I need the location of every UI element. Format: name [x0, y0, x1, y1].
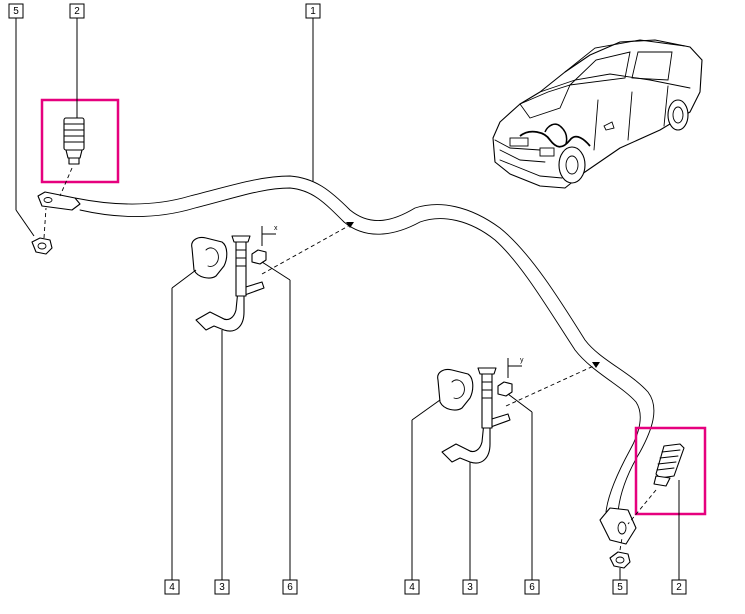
- callout-1-top: 1: [305, 3, 321, 19]
- callout-6-bottom-right: 6: [524, 579, 540, 595]
- svg-text:5: 5: [617, 582, 623, 593]
- bushing-icon: [191, 236, 228, 279]
- svg-text:3: 3: [219, 582, 225, 593]
- stabilizer-bar: [37, 175, 655, 545]
- bolt-icon: [477, 367, 497, 429]
- svg-text:6: 6: [529, 582, 535, 593]
- nut-icon: [251, 249, 267, 265]
- link-rod-icon: [63, 117, 85, 165]
- leader-lines: [15, 18, 680, 580]
- highlight-box-left: [40, 98, 120, 184]
- svg-text:1: 1: [310, 6, 316, 17]
- assembly-line-right-bushing: [505, 363, 599, 407]
- callout-6-bottom-left: 6: [282, 579, 298, 595]
- highlight-box-right: [634, 426, 707, 516]
- nut-icon: [31, 237, 53, 255]
- svg-text:6: 6: [287, 582, 293, 593]
- assembly-line-left-nut: [43, 207, 47, 239]
- nut-icon: [497, 381, 513, 397]
- callout-3-bottom-left: 3: [214, 579, 230, 595]
- assembly-line-right-rod: [627, 489, 657, 525]
- callout-5-bottom-right: 5: [612, 579, 628, 595]
- car-icon: [492, 39, 703, 189]
- assembly-line-right-nut: [619, 537, 623, 551]
- clamp-icon: [195, 281, 265, 332]
- svg-text:4: 4: [169, 582, 175, 593]
- svg-text:2: 2: [74, 6, 80, 17]
- link-rod-icon: [653, 443, 685, 487]
- bushing-icon: [437, 368, 474, 411]
- clamp-icon: [441, 413, 511, 464]
- svg-text:2: 2: [676, 582, 682, 593]
- svg-text:3: 3: [467, 582, 473, 593]
- bolt-icon: [231, 235, 251, 297]
- callout-4-bottom-right: 4: [404, 579, 420, 595]
- assembly-line-left-rod: [59, 167, 73, 197]
- axis-mark-right: y: [520, 357, 524, 364]
- assembly-line-left-bushing: [261, 223, 353, 275]
- svg-text:5: 5: [13, 6, 19, 17]
- callout-2-top: 2: [69, 3, 85, 19]
- callout-4-bottom-left: 4: [164, 579, 180, 595]
- callout-3-bottom-right: 3: [462, 579, 478, 595]
- callout-2-bottom-right: 2: [671, 579, 687, 595]
- svg-text:4: 4: [409, 582, 415, 593]
- nut-icon: [609, 551, 631, 569]
- axis-mark-left: x: [274, 225, 278, 232]
- callout-5-top: 5: [8, 3, 24, 19]
